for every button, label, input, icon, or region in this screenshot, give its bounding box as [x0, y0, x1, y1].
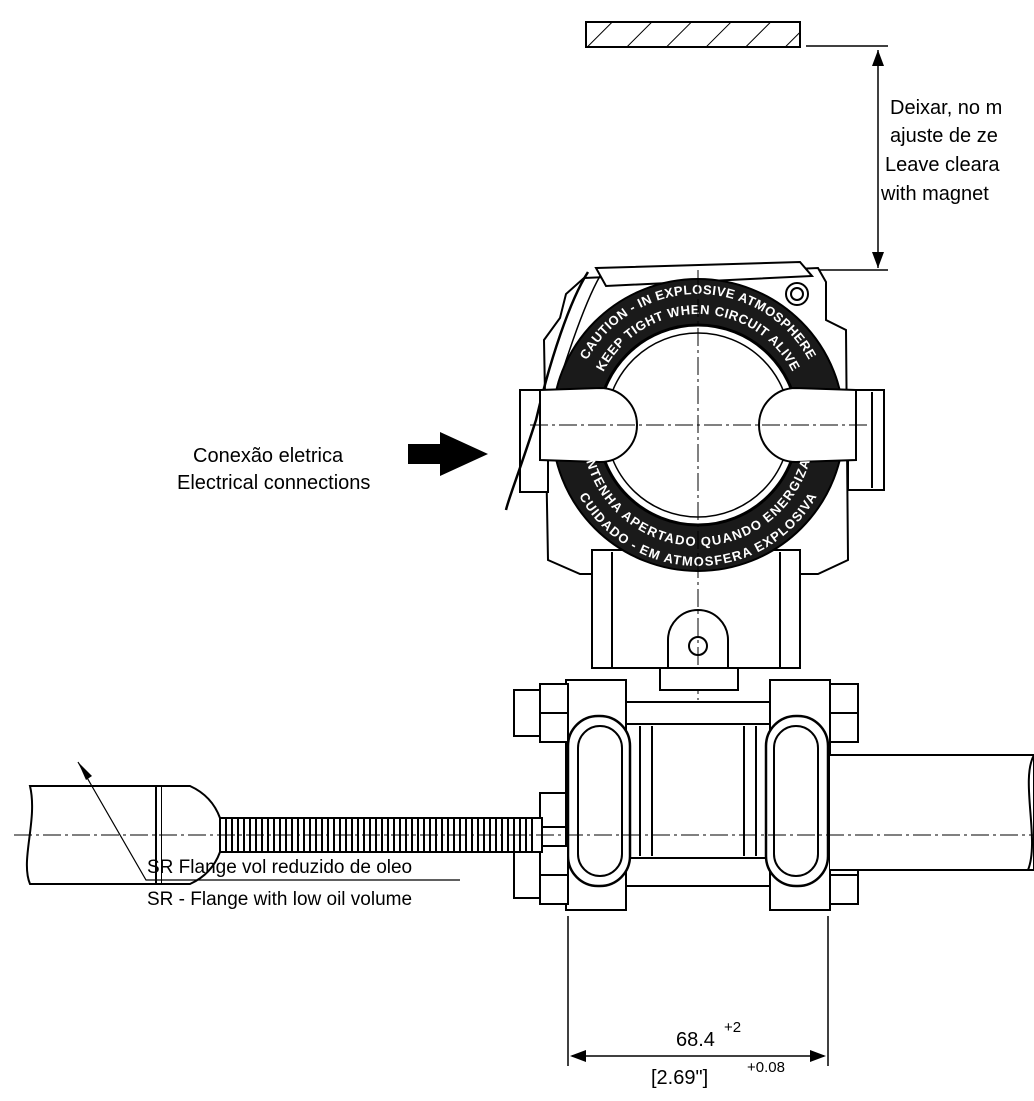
dimension-value-in: [2.69"] [651, 1067, 708, 1089]
arrow-right-icon [408, 432, 488, 476]
clearance-note: Deixar, no m ajuste de ze Leave cleara w… [880, 97, 1002, 205]
flange-label-pt: SR Flange vol reduzido de oleo [147, 857, 412, 878]
clearance-note-line-2: ajuste de ze [890, 125, 998, 147]
housing-centerlines [530, 270, 870, 700]
electrical-label-pt: Conexão eletrica [193, 445, 344, 467]
clearance-note-line-4: with magnet [880, 183, 989, 205]
leader-arrow-icon [78, 762, 92, 780]
clearance-dimension-line [600, 50, 888, 271]
flange-callout: SR Flange vol reduzido de oleo SR - Flan… [77, 761, 460, 910]
dimension-value-mm: 68.4 [676, 1029, 715, 1051]
clearance-note-line-3: Leave cleara [885, 154, 1000, 176]
width-dimension [567, 916, 829, 1066]
width-dimension-text: 68.4 +2 [2.69"] +0.08 [651, 1019, 785, 1089]
clearance-note-line-1: Deixar, no m [890, 97, 1002, 119]
electronic-housing [504, 260, 885, 669]
flange-label-en: SR - Flange with low oil volume [147, 889, 412, 910]
process-flange-assembly [513, 667, 859, 911]
electrical-label-en: Electrical connections [177, 472, 370, 494]
dimension-tol-in: +0.08 [747, 1059, 785, 1076]
dimension-tol-mm: +2 [724, 1019, 741, 1036]
right-process-pipe [830, 754, 1034, 871]
clearance-wall [585, 21, 888, 48]
electrical-connection-callout: Conexão eletrica Electrical connections [177, 432, 488, 494]
